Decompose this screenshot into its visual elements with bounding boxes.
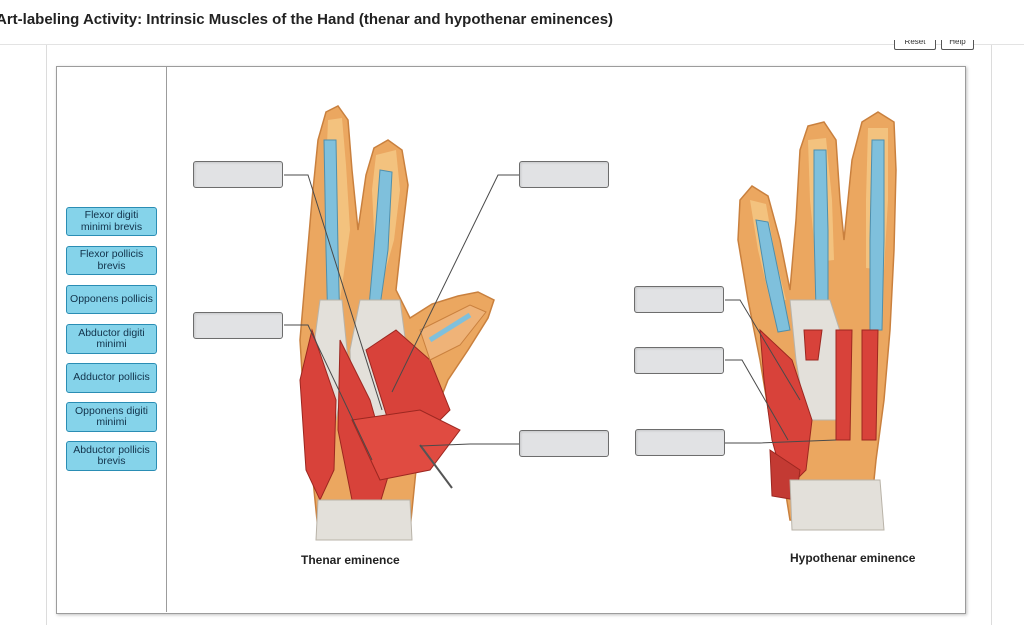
- label-bank: [56, 66, 167, 612]
- label-chip-flexor-digiti-minimi-brevis[interactable]: Flexor digiti minimi brevis: [66, 207, 157, 236]
- thenar-caption: Thenar eminence: [301, 553, 400, 567]
- activity-frame: [46, 45, 992, 625]
- drop-target-hypothenar-2[interactable]: [634, 347, 724, 374]
- label-chip-opponens-digiti-minimi[interactable]: Opponens digiti minimi: [66, 402, 157, 432]
- label-chip-abductor-digiti-minimi[interactable]: Abductor digiti minimi: [66, 324, 157, 354]
- label-chip-abductor-pollicis-brevis[interactable]: Abductor pollicis brevis: [66, 441, 157, 471]
- drop-target-hypothenar-1[interactable]: [634, 286, 724, 313]
- leader-lines: [284, 174, 837, 461]
- left-hand-drawing: [299, 105, 495, 541]
- label-chip-opponens-pollicis[interactable]: Opponens pollicis: [66, 285, 157, 314]
- label-chip-adductor-pollicis[interactable]: Adductor pollicis: [66, 363, 157, 393]
- label-chip-flexor-pollicis-brevis[interactable]: Flexor pollicis brevis: [66, 246, 157, 275]
- drop-target-thenar-4[interactable]: [519, 430, 609, 457]
- drop-target-thenar-3[interactable]: [519, 161, 609, 188]
- hypothenar-caption: Hypothenar eminence: [790, 551, 916, 565]
- right-hand-drawing: [737, 111, 897, 531]
- drop-target-thenar-2[interactable]: [193, 312, 283, 339]
- reset-button[interactable]: Reset: [894, 40, 936, 50]
- title-divider: [0, 44, 1024, 45]
- help-button[interactable]: Help: [941, 40, 974, 50]
- drop-target-thenar-1[interactable]: [193, 161, 283, 188]
- page-title: Art-labeling Activity: Intrinsic Muscles…: [0, 11, 614, 28]
- drop-target-hypothenar-3[interactable]: [635, 429, 725, 456]
